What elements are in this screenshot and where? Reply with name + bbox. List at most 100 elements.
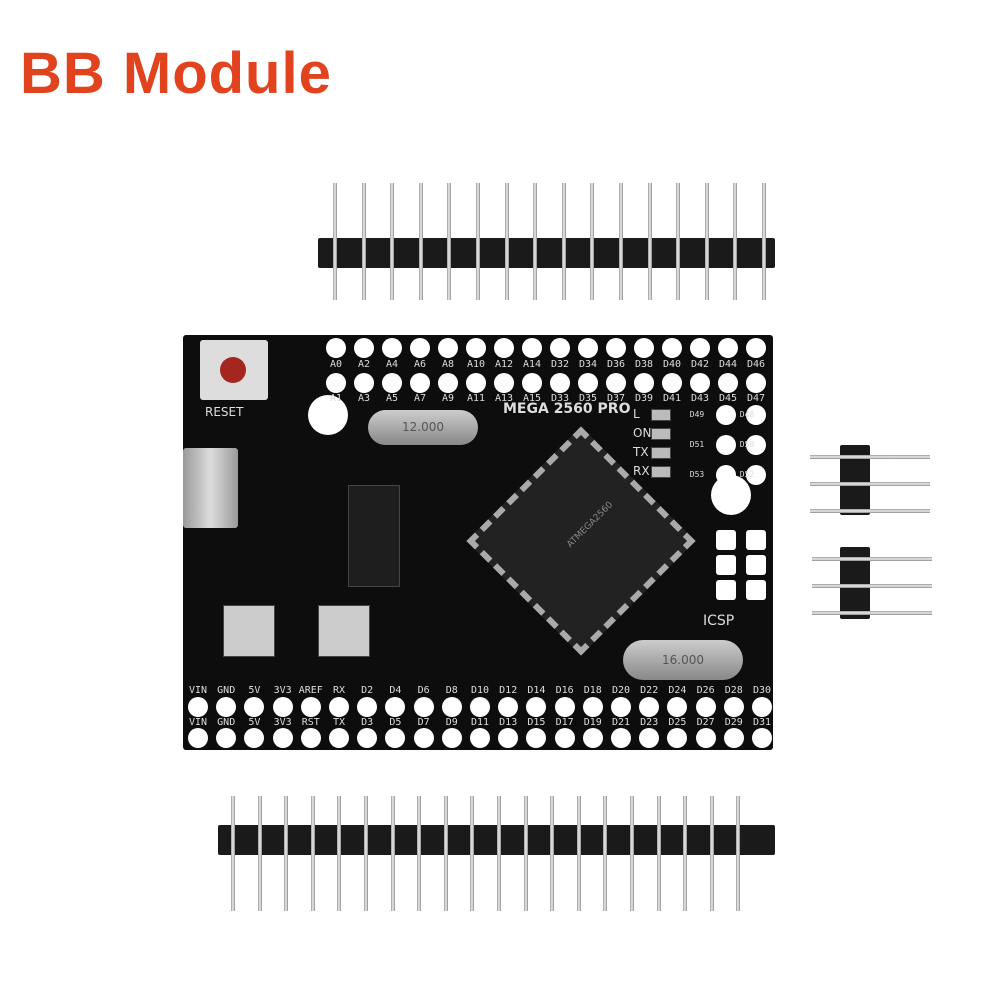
pin-hole (441, 728, 462, 748)
pin-label: D52 (739, 470, 755, 479)
pin-label: D28 (724, 685, 743, 696)
pin-hole (244, 728, 265, 748)
pin-label: A10 (466, 359, 486, 370)
pin-hole (752, 728, 772, 748)
pin-label: D20 (611, 685, 631, 696)
pin-hole (300, 697, 321, 717)
pin-label: A6 (413, 359, 427, 370)
pin-hole (716, 405, 736, 425)
pin-hole (410, 373, 430, 393)
pin-hole (522, 338, 542, 358)
pin-label: D18 (583, 685, 602, 696)
pin-label: D4 (389, 685, 402, 696)
pin-label: D8 (445, 685, 458, 696)
header-pin (603, 796, 608, 911)
pin-label: D23 (640, 717, 659, 728)
pin-hole (522, 373, 542, 393)
header-pin (676, 183, 681, 300)
pin-hole (746, 580, 766, 600)
header-pin (812, 584, 932, 588)
pin-hole (634, 338, 654, 358)
pin-hole (746, 435, 766, 455)
pin-label: 5V (248, 685, 261, 696)
header-pin (523, 796, 528, 911)
pin-hole (550, 373, 570, 393)
header-pin (504, 183, 509, 300)
pin-label: D14 (527, 685, 546, 696)
pin-label: D9 (445, 717, 458, 728)
pin-hole (634, 373, 654, 393)
pin-hole (470, 728, 490, 748)
pin-label: D19 (583, 717, 602, 728)
pin-label: D51 (689, 440, 705, 449)
header-pin (447, 183, 452, 300)
pin-label: D26 (696, 685, 715, 696)
header-pin (550, 796, 555, 911)
crystal-large: 16.000 (623, 640, 743, 680)
pin-label: A14 (522, 359, 542, 370)
pin-label: D33 (550, 393, 570, 404)
pin-label: 3V3 (273, 717, 292, 728)
pin-hole (716, 530, 736, 550)
pin-hole (578, 373, 598, 393)
icsp-label: ICSP (703, 613, 735, 629)
pin-hole (752, 697, 772, 717)
pin-label: A11 (466, 393, 486, 404)
pin-hole (410, 338, 430, 358)
pin-hole (582, 697, 603, 717)
pin-label: D46 (746, 359, 766, 370)
pin-label: RX (332, 685, 346, 696)
led (651, 409, 671, 421)
header-pin (310, 796, 315, 911)
usb-serial-ic (348, 485, 400, 587)
pin-label: A7 (413, 393, 427, 404)
pin-hole (718, 338, 738, 358)
board-name: MEGA 2560 PRO (503, 401, 631, 417)
pin-label: AREF (298, 685, 323, 696)
pin-label: D34 (578, 359, 598, 370)
pin-hole (382, 338, 402, 358)
voltage-regulator (223, 605, 275, 657)
pin-label: D12 (499, 685, 518, 696)
header-pin (656, 796, 661, 911)
header-pin (762, 183, 766, 300)
pin-hole (662, 373, 682, 393)
reset-label: RESET (205, 405, 244, 419)
header-pin (630, 796, 634, 911)
pin-label: D29 (724, 717, 743, 728)
pin-hole (667, 728, 688, 748)
header-pin (561, 183, 566, 300)
header-pin (418, 183, 423, 300)
pin-label: D2 (361, 685, 374, 696)
pin-hole (326, 373, 346, 393)
pin-hole (216, 697, 237, 717)
pin-label: TX (332, 717, 346, 728)
pin-label: VIN (188, 685, 208, 696)
pin-hole (498, 728, 519, 748)
pin-label: A15 (522, 393, 542, 404)
pin-hole (746, 465, 766, 485)
pin-hole (723, 728, 744, 748)
crystal-small: 12.000 (368, 410, 478, 445)
pin-hole (498, 697, 519, 717)
pin-hole (382, 373, 402, 393)
header-pin (361, 183, 366, 300)
pin-hole (718, 373, 738, 393)
header-pin (590, 183, 595, 300)
header-pin (337, 796, 342, 911)
pin-hole (526, 697, 547, 717)
header-pin (736, 796, 741, 911)
pin-hole (695, 697, 716, 717)
led (651, 447, 671, 459)
header-pin (417, 796, 422, 911)
pin-label: D39 (634, 393, 654, 404)
pin-label: D31 (752, 717, 772, 728)
header-pin (733, 183, 738, 300)
pin-hole (746, 555, 766, 575)
pin-hole (611, 697, 631, 717)
pin-hole (272, 697, 293, 717)
pin-label: D47 (746, 393, 766, 404)
pin-label: D24 (668, 685, 687, 696)
header-pin (257, 796, 262, 911)
pin-label: A12 (494, 359, 514, 370)
